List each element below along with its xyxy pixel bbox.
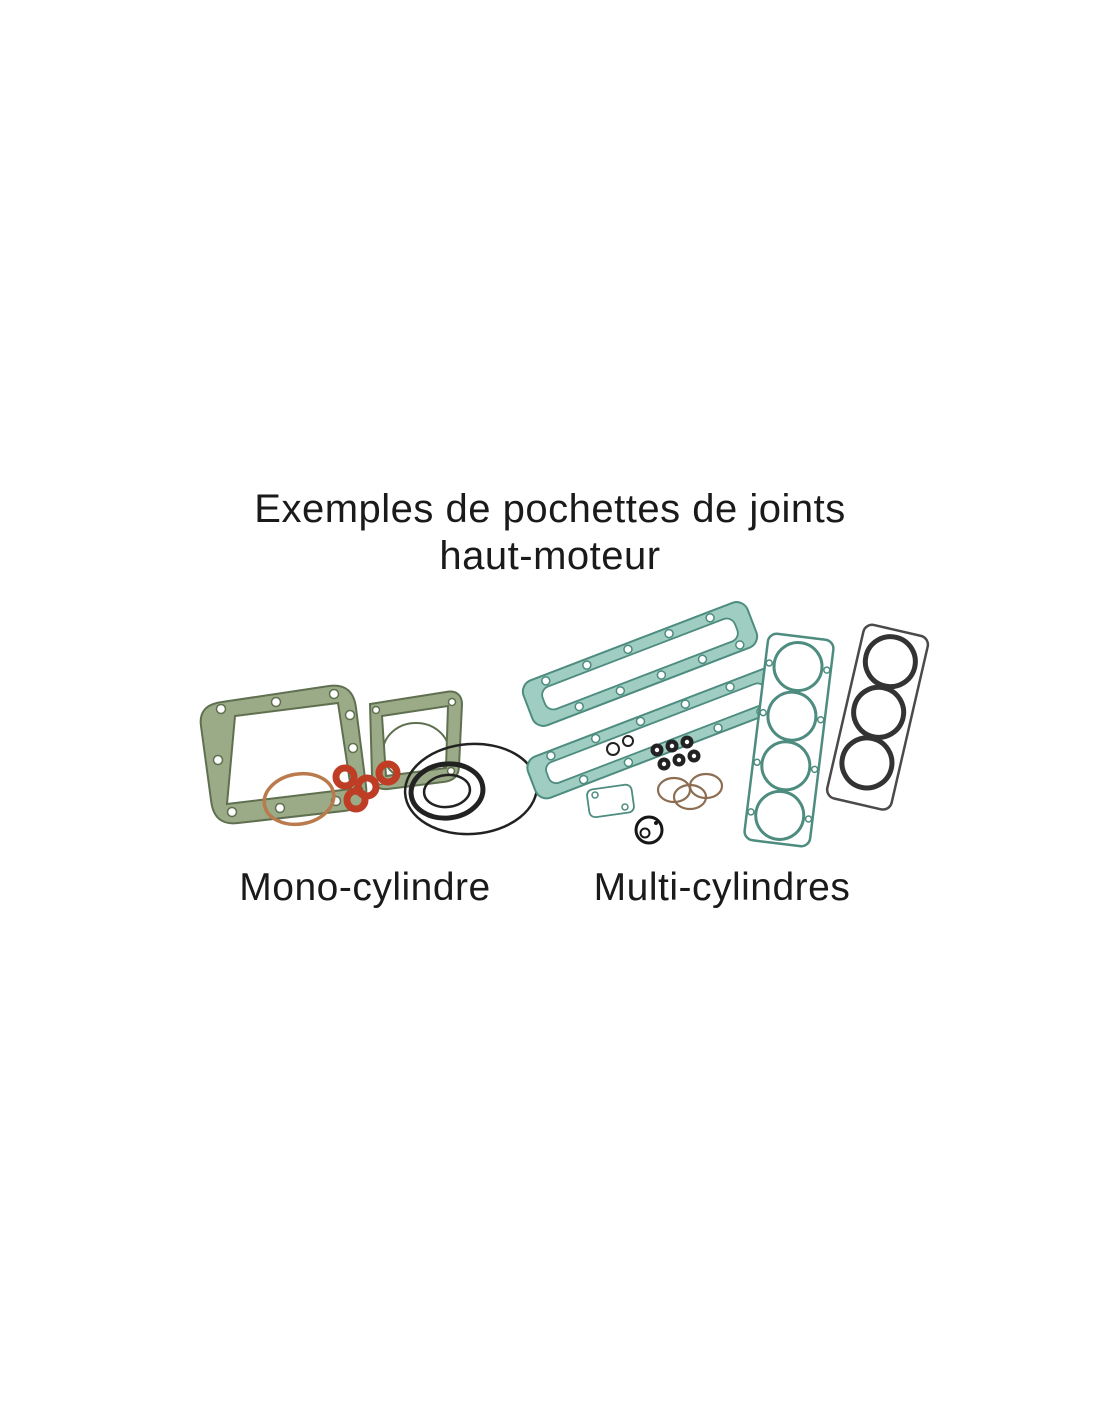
small-o-rings (606, 735, 634, 756)
valve-stem-seals (650, 735, 701, 771)
image-title: Exemples de pochettes de joints haut-mot… (0, 486, 1100, 580)
cam-cover-gasket-upper (521, 601, 759, 727)
title-line-1: Exemples de pochettes de joints (254, 487, 846, 531)
piston-rings (656, 772, 724, 811)
multi-cylinder-gasket-set (521, 601, 930, 848)
head-gasket-teal (743, 632, 835, 848)
mono-cylinder-gasket-set (199, 684, 539, 836)
title-line-2: haut-moteur (439, 534, 661, 578)
oil-seal (634, 815, 664, 845)
label-mono-cylindre: Mono-cylindre (239, 866, 491, 909)
label-multi-cylindres: Multi-cylindres (593, 866, 851, 909)
o-ring-seals (403, 742, 539, 836)
head-gasket-dark (825, 623, 930, 811)
red-washers (332, 760, 401, 813)
small-gasket (586, 783, 635, 819)
cover-gasket (199, 684, 368, 825)
copper-ring (262, 771, 336, 827)
